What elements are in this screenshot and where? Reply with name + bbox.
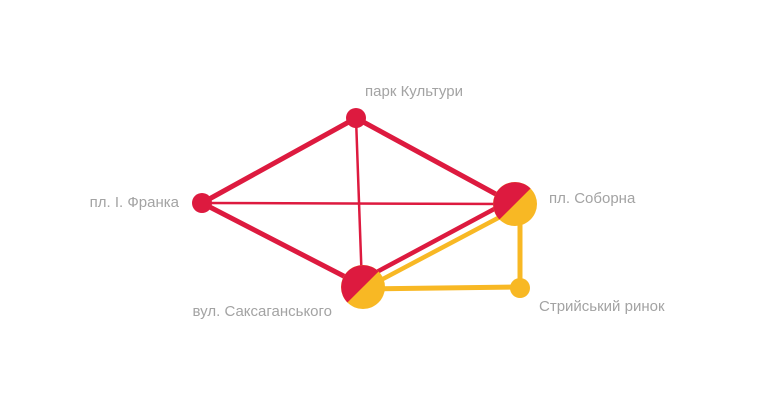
labels: парк Культури пл. І. Франка пл. Соборна … (90, 83, 665, 320)
label-pl-franka: пл. І. Франка (90, 194, 180, 211)
label-park-kultury: парк Культури (365, 83, 463, 100)
station-vul-saksahanskoho[interactable] (341, 265, 385, 309)
station-pl-soborna-red-half (493, 182, 531, 220)
station-pl-soborna[interactable] (493, 182, 537, 226)
station-park-kultury[interactable] (346, 108, 366, 128)
stations (192, 108, 537, 309)
edge-park-soborna (353, 115, 517, 207)
station-vul-saksahanskoho-red-half (341, 265, 379, 303)
station-pl-franka[interactable] (192, 193, 212, 213)
edge-saksahanskoho-soborna-yellow (361, 206, 518, 292)
label-stryiskyi-rynok: Стрийський ринок (539, 298, 665, 315)
edge-saksahanskoho-stryiskyi (361, 284, 523, 292)
label-pl-soborna: пл. Соборна (549, 190, 636, 207)
connections (199, 115, 523, 292)
edge-park-saksahanskoho (354, 116, 364, 288)
edge-saksahanskoho-soborna-red (357, 197, 514, 284)
edge-franka-park (199, 115, 359, 206)
station-stryiskyi-rynok[interactable] (510, 278, 530, 298)
edge-franka-saksahanskoho (199, 200, 366, 289)
label-vul-saksahanskoho: вул. Саксаганського (193, 303, 332, 320)
